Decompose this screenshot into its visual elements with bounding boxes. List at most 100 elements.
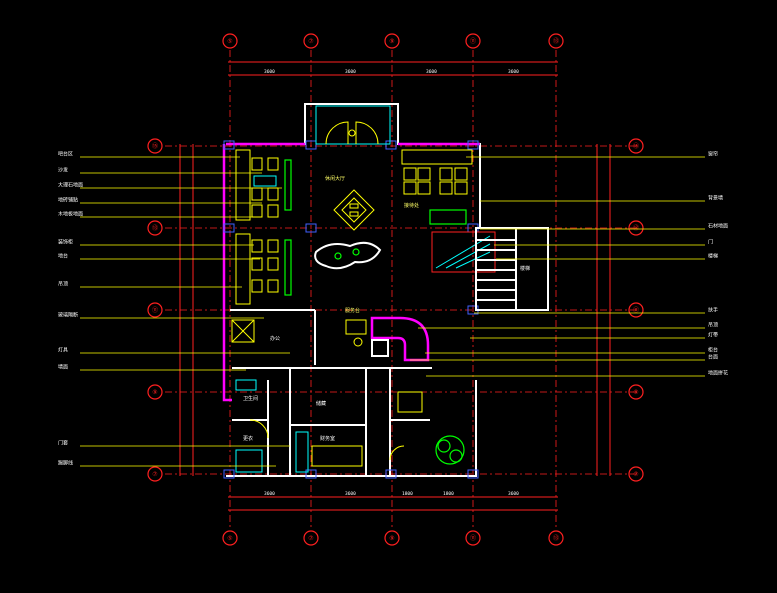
axis-bubble-col	[384, 530, 400, 546]
left-annotation-label: 吧台区	[58, 151, 73, 158]
axis-col-label: ⑪	[470, 37, 476, 45]
axis-bubble-row	[628, 384, 644, 400]
axis-col-label: ⑨	[389, 38, 394, 45]
leader-lines	[80, 156, 705, 467]
left-annotation-label: 玻璃隔断	[58, 312, 78, 319]
axis-bubble-row	[628, 466, 644, 482]
lounge-seating: 接待处	[401, 149, 473, 225]
right-annotation-label: 楼梯	[708, 253, 718, 260]
right-annotation-label: 门	[708, 239, 713, 246]
axis-bubble-row	[147, 220, 163, 236]
column	[305, 140, 317, 150]
reception-label: 接待处	[404, 202, 419, 209]
left-annotation-label: 装饰柜	[58, 239, 73, 246]
column	[223, 469, 235, 479]
bottom-rooms: 办公 储藏 财务室 卫生间 更衣	[231, 319, 465, 473]
axis-col-label: ⑬	[553, 37, 559, 45]
axis-bubble-col	[384, 33, 400, 49]
stairwell: 楼梯	[431, 227, 549, 311]
storage-label: 储藏	[316, 400, 326, 407]
dim-bottom-1: 3600	[264, 491, 275, 497]
axis-col-label: ⑤	[227, 535, 232, 542]
axis-row-label: ⑨	[633, 389, 638, 396]
column	[385, 140, 397, 150]
center-label: 服务台	[345, 307, 360, 314]
axis-col-label: ⑦	[308, 535, 313, 542]
axis-col-label: ⑬	[553, 534, 559, 542]
left-annotation-label: 吊顶	[58, 282, 68, 288]
axis-row-label: ⑮	[152, 142, 158, 150]
axis-bubbles: ⑤ ⑤ ⑦ ⑦ ⑨ ⑨ ⑪ ⑪ ⑬ ⑬ ⑮ ⑮ ⑬ ⑬ ⑪ ⑪ ⑨ ⑨ ⑦ ⑦	[147, 33, 644, 546]
right-annotation-label: 台面	[708, 354, 718, 361]
lobby-diamond: 休闲大厅	[325, 175, 375, 231]
axis-bubble-col	[222, 530, 238, 546]
axis-bubble-col	[303, 33, 319, 49]
left-annotation-label: 踢脚线	[58, 460, 73, 467]
axis-col-label: ⑨	[389, 535, 394, 542]
axis-bubble-col	[465, 33, 481, 49]
axis-col-label: ⑤	[227, 38, 232, 45]
axis-row-label: ⑪	[633, 306, 639, 314]
column	[223, 223, 235, 233]
column	[305, 469, 317, 479]
axis-col-label: ⑪	[470, 534, 476, 542]
right-annotation-label: 灯带	[708, 332, 718, 339]
left-annotation-label: 地台	[58, 253, 68, 260]
axis-row-label: ⑦	[152, 471, 157, 478]
entrance-doors	[315, 105, 391, 145]
right-annotation-label: 扶手	[708, 307, 718, 314]
column	[223, 140, 235, 150]
right-annotation-label: 背景墙	[708, 195, 723, 202]
axis-bubble-row	[147, 384, 163, 400]
office1-label: 办公	[270, 335, 280, 342]
lobby-label: 休闲大厅	[325, 175, 345, 182]
dim-top-2: 3600	[345, 69, 356, 75]
left-annotation-label: 地砖铺贴	[58, 197, 78, 204]
decorative-planter	[314, 241, 382, 270]
right-annotation-label: 石材地面	[708, 223, 728, 230]
axis-bubble-row	[628, 138, 644, 154]
axis-bubble-col	[465, 530, 481, 546]
axis-row-label: ⑬	[633, 224, 639, 232]
column	[305, 223, 317, 233]
left-annotation-label: 门套	[58, 440, 68, 447]
axis-row-label: ⑮	[633, 142, 639, 150]
axis-bubble-col	[222, 33, 238, 49]
dim-bottom-2: 3600	[345, 491, 356, 497]
dim-bottom-5: 3600	[508, 491, 519, 497]
left-annotation-label: 沙发	[58, 167, 68, 174]
right-annotation-label: 窗帘	[708, 151, 718, 158]
service-counter: 服务台	[345, 307, 430, 362]
right-annotation-label: 地面拼花	[708, 370, 728, 377]
dim-top-1: 3600	[264, 69, 275, 75]
axis-bubble-col	[548, 530, 564, 546]
axis-row-label: ⑦	[633, 471, 638, 478]
office2-label: 财务室	[320, 435, 335, 442]
right-annotation-label: 吊顶	[708, 323, 718, 329]
axis-bubble-row	[147, 466, 163, 482]
axis-bubble-col	[548, 33, 564, 49]
axis-col-label: ⑦	[308, 38, 313, 45]
dim-bottom-3: 1800	[402, 491, 413, 497]
left-annotation-label: 灯具	[58, 347, 68, 354]
right-annotation-label: 柜台	[708, 347, 718, 354]
axis-row-label: ⑨	[152, 389, 157, 396]
left-annotation-label: 大理石地面	[58, 182, 83, 189]
axis-bubble-row	[628, 220, 644, 236]
axis-row-label: ⑪	[152, 306, 158, 314]
toilet2-label: 更衣	[243, 435, 253, 442]
axis-bubble-row	[147, 302, 163, 318]
axis-bubble-col	[303, 530, 319, 546]
dim-top-4: 3600	[508, 69, 519, 75]
axis-bubble-row	[147, 138, 163, 154]
column	[385, 469, 397, 479]
booth-seating	[235, 149, 292, 305]
dimension-text: 3600 3600 3600 3600 3600 3600 1800 1800 …	[264, 69, 519, 497]
axis-row-label: ⑬	[152, 224, 158, 232]
column	[467, 469, 479, 479]
left-annotation-label: 墙面	[58, 364, 68, 371]
dimension-lines	[179, 61, 611, 511]
